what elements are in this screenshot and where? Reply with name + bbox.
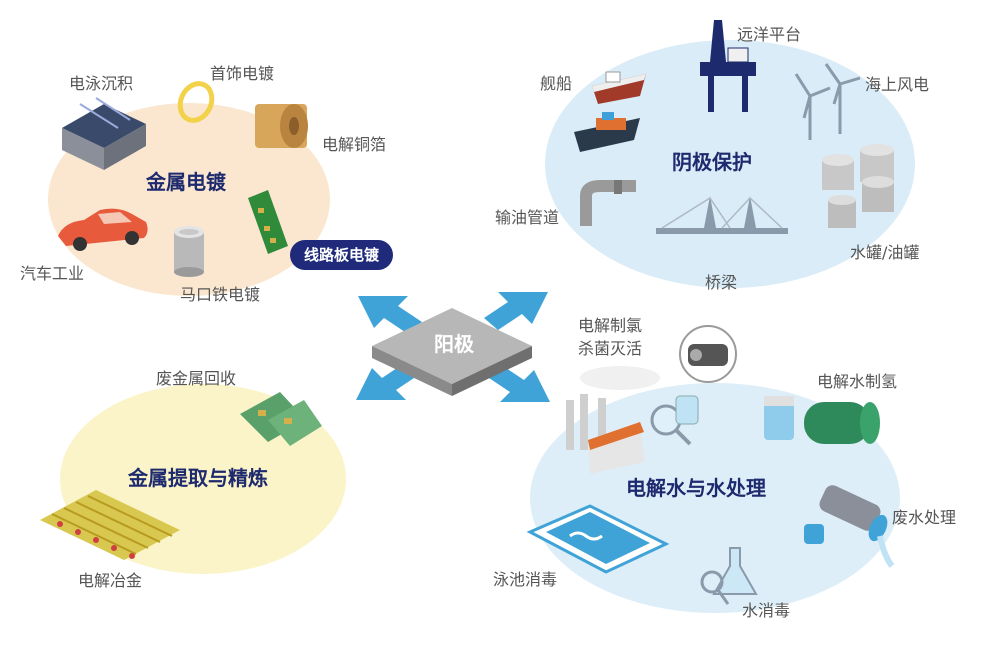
electrophoresis-icon <box>62 97 146 170</box>
label-tinplate: 马口铁电镀 <box>180 285 261 304</box>
label-electrometallurgy: 电解冶金 <box>78 571 143 590</box>
circuit-board-icon <box>248 190 288 254</box>
swimming-pool-icon <box>526 504 670 574</box>
label-electrophoresis: 电泳沉积 <box>69 74 134 93</box>
label-automotive: 汽车工业 <box>20 264 85 283</box>
factory-icon <box>566 366 660 474</box>
label-jewelry-plating: 首饰电镀 <box>210 64 275 83</box>
water-title: 电解水与水处理 <box>626 476 766 500</box>
car-icon <box>58 208 148 251</box>
label-oil-pipeline: 输油管道 <box>495 208 560 227</box>
wastewater-pipe-icon <box>804 485 895 568</box>
tanks-icon <box>822 144 894 228</box>
magnifier-chlorine-icon <box>650 395 699 446</box>
label-chlorine-production: 电解制氯 <box>578 316 643 335</box>
ship-icon-2 <box>574 112 640 152</box>
label-hydrogen-production: 电解水制氢 <box>817 372 898 391</box>
plating-title: 金属电镀 <box>146 170 226 194</box>
copper-foil-icon <box>255 104 308 148</box>
label-copper-foil: 电解铜箔 <box>322 135 387 154</box>
extraction-title: 金属提取与精炼 <box>128 466 268 490</box>
pipeline-icon <box>580 180 636 226</box>
anode-plate <box>372 308 532 396</box>
label-scrap-recycling: 废金属回收 <box>156 369 237 388</box>
label-sterilization: 杀菌灭活 <box>578 339 643 358</box>
label-offshore-wind: 海上风电 <box>865 75 930 94</box>
jewelry-ring-icon <box>177 81 215 123</box>
label-bridge: 桥梁 <box>705 273 738 292</box>
label-ships: 舰船 <box>540 74 573 93</box>
anode-label: 阳极 <box>434 332 474 356</box>
flask-icon <box>700 547 758 605</box>
label-water-disinfection: 水消毒 <box>742 601 791 620</box>
label-pool-disinfection: 泳池消毒 <box>493 570 558 589</box>
scrap-metal-icon <box>240 392 322 446</box>
bridge-icon <box>656 196 788 234</box>
wind-turbine-icon <box>794 63 861 140</box>
ship-icon-1 <box>592 71 646 104</box>
tin-can-icon <box>174 226 204 277</box>
label-offshore-platform: 远洋平台 <box>737 25 802 44</box>
label-wastewater-treatment: 废水处理 <box>892 508 957 527</box>
offshore-platform-icon <box>700 20 756 112</box>
cathodic-title: 阴极保护 <box>672 150 752 174</box>
hydrogen-tank-icon <box>764 396 880 444</box>
electrolyzer-icon <box>679 325 737 383</box>
electrowinning-icon <box>40 490 180 560</box>
label-tanks: 水罐/油罐 <box>850 243 920 262</box>
pcb-plating-badge: 线路板电镀 <box>290 240 394 270</box>
